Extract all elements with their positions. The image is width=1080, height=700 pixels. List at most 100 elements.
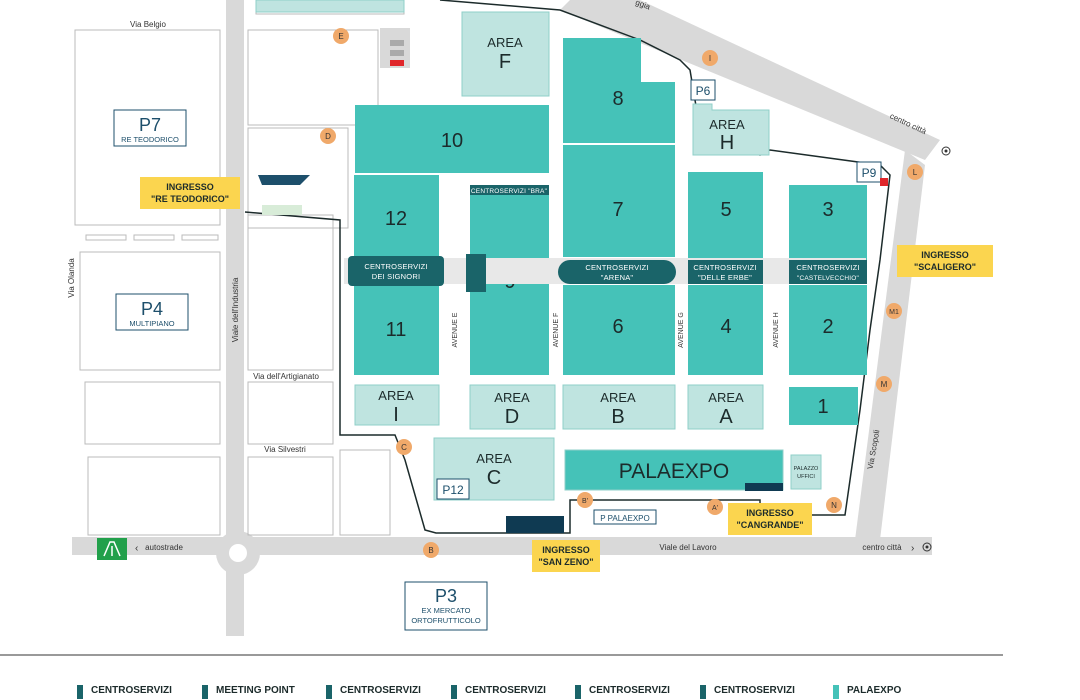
parking-p4-name: P4	[141, 299, 163, 319]
area-d-letter: D	[505, 406, 519, 428]
hall-6-label: 6	[612, 316, 623, 338]
legend-swatch	[833, 685, 839, 699]
parking-p7[interactable]	[113, 109, 187, 147]
ingresso-scaligero[interactable]	[897, 245, 993, 277]
marker-m[interactable]	[876, 376, 892, 392]
areas	[255, 0, 770, 501]
hall-4[interactable]	[688, 285, 763, 375]
hall-12[interactable]	[354, 175, 439, 257]
direction-icons: ‹ ›	[97, 146, 951, 560]
hall-labels: 10 12 11 9 8 7 6 5 4 3 2 1	[385, 88, 834, 418]
ingresso-cangrande[interactable]	[728, 503, 812, 535]
street-lavoro: Viale del Lavoro	[659, 543, 717, 552]
marker-b-prime[interactable]	[577, 492, 593, 508]
marker-m1[interactable]	[886, 303, 902, 319]
area-f-word: AREA	[487, 35, 523, 50]
street-centro-citta-2: centro città	[862, 543, 902, 552]
area-b-letter: B	[611, 406, 624, 428]
area-b[interactable]	[562, 384, 676, 430]
centroservizi-signori[interactable]	[348, 256, 444, 286]
legend-item-meeting-point: MEETING POINT	[202, 685, 295, 699]
hall-10[interactable]	[355, 105, 549, 173]
area-d-word: AREA	[494, 390, 530, 405]
marker-l[interactable]	[907, 164, 923, 180]
area-h-letter: H	[720, 132, 734, 154]
legend-swatch	[202, 685, 208, 699]
ingressi: INGRESSO "RE TEODORICO" INGRESSO "SCALIG…	[140, 177, 993, 572]
area-a[interactable]	[687, 384, 764, 430]
parking-p6[interactable]	[690, 79, 716, 101]
svg-text:B: B	[428, 546, 433, 555]
marker-b[interactable]	[423, 542, 439, 558]
parking-p3-name: P3	[435, 586, 457, 606]
area-h[interactable]	[692, 103, 770, 156]
ingresso-san-zeno-l2: "SAN ZENO"	[538, 557, 593, 567]
hall-2-label: 2	[822, 316, 833, 338]
area-f[interactable]	[461, 11, 550, 97]
hall-2[interactable]	[789, 285, 867, 375]
hall-4-label: 4	[720, 316, 731, 338]
hall-5[interactable]	[688, 172, 763, 260]
ingresso-cangrande-l1: INGRESSO	[746, 508, 794, 518]
parking-palaexpo[interactable]	[593, 509, 657, 525]
svg-text:L: L	[913, 168, 918, 177]
legend-item-centroservizi-5: CENTROSERVIZI	[700, 685, 795, 699]
palazzo-uffici-line2: UFFICI	[797, 474, 815, 480]
hall-3[interactable]	[789, 185, 867, 260]
ingresso-san-zeno-l1: INGRESSO	[542, 545, 590, 555]
centroservizi-bra-block[interactable]	[466, 254, 486, 292]
marker-c[interactable]	[396, 439, 412, 455]
legend-label: MEETING POINT	[216, 685, 295, 696]
city-center-icon-2	[941, 146, 951, 156]
svg-text:M1: M1	[889, 309, 899, 316]
street-belgio: Via Belgio	[130, 20, 166, 29]
area-i[interactable]	[354, 384, 440, 426]
ingresso-re-teodorico-l1: INGRESSO	[166, 182, 214, 192]
svg-text:C: C	[401, 443, 407, 452]
marker-a-prime[interactable]	[707, 499, 723, 515]
cs-erbe-l2: "DELLE ERBE"	[698, 273, 752, 282]
centroservizi-castelvecchio[interactable]	[789, 260, 867, 284]
parking-p12[interactable]	[436, 478, 470, 500]
hall-1-label: 1	[817, 396, 828, 418]
hall-11-label: 11	[386, 319, 407, 341]
legend-swatch	[326, 685, 332, 699]
parking-p9[interactable]	[856, 161, 882, 183]
area-b-word: AREA	[600, 390, 636, 405]
parking-p3[interactable]	[404, 581, 488, 631]
marker-d[interactable]	[320, 128, 336, 144]
hall-8[interactable]	[563, 38, 675, 143]
marker-i[interactable]	[702, 50, 718, 66]
ingresso-re-teodorico[interactable]	[140, 177, 240, 209]
svg-text:N: N	[831, 501, 837, 510]
top-left-area	[255, 0, 405, 13]
hall-1[interactable]	[789, 387, 858, 425]
hall-11[interactable]	[354, 285, 439, 375]
area-d[interactable]	[469, 384, 556, 430]
parking-p6-name: P6	[696, 84, 711, 98]
hall-12-label: 12	[385, 208, 407, 230]
city-blocks	[74, 0, 405, 536]
street-autostrade: autostrade	[145, 543, 183, 552]
hall-6[interactable]	[563, 285, 675, 375]
street-silvestri: Via Silvestri	[264, 445, 306, 454]
centroservizi-erbe[interactable]	[688, 260, 763, 284]
ingresso-san-zeno[interactable]	[532, 540, 600, 572]
street-industria: Viale dell'Industria	[231, 277, 240, 342]
site-boundary	[244, 0, 891, 534]
parking-p4[interactable]	[115, 293, 189, 331]
halls	[354, 38, 867, 425]
marker-e[interactable]	[333, 28, 349, 44]
details	[0, 40, 1003, 656]
centroservizi-arena[interactable]	[558, 260, 676, 284]
marker-n[interactable]	[826, 497, 842, 513]
ingresso-scaligero-l2: "SCALIGERO"	[914, 262, 976, 272]
san-zeno-block	[506, 516, 564, 533]
centroservizi-bra-bar[interactable]	[470, 185, 549, 195]
palazzo-uffici[interactable]	[790, 454, 822, 490]
roads	[72, 0, 940, 636]
hall-7[interactable]	[563, 145, 675, 257]
svg-text:A': A'	[712, 505, 718, 512]
parking-p7-sub: RE TEODORICO	[121, 135, 179, 144]
